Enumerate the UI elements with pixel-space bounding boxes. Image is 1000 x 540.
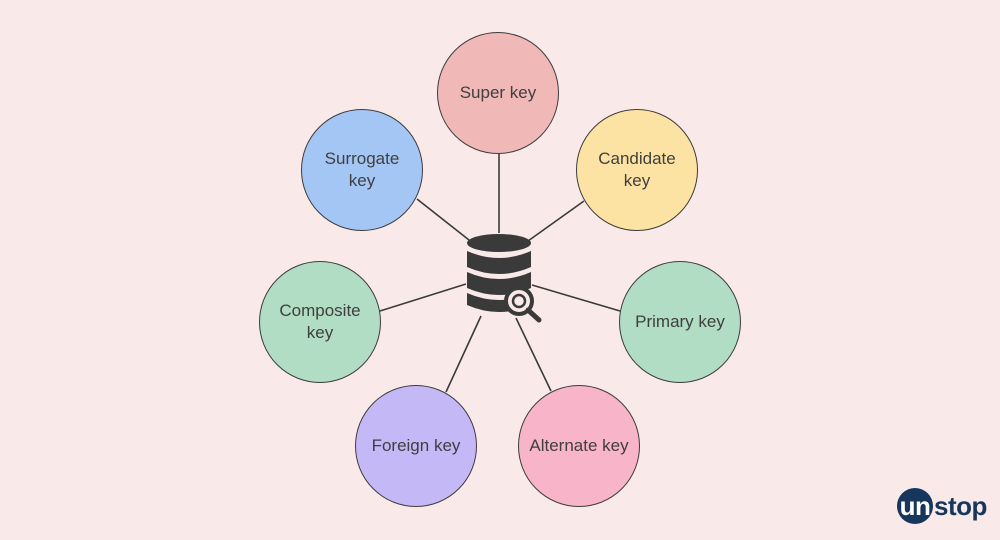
connector-candidate [527,200,585,242]
node-label: Alternate key [529,436,629,455]
node-label: Primary key [635,312,725,331]
unstop-logo: un stop [897,488,987,524]
logo-circle: un [897,488,933,524]
node-label: Candidate key [598,149,676,190]
connector-alternate [515,317,552,392]
logo-text-rest: stop [934,490,987,521]
database-search-icon [463,231,543,323]
connector-composite [379,283,467,312]
connector-foreign [445,315,482,393]
connector-primary [531,284,621,312]
node-label: Super key [459,83,537,102]
node-alternate-key: Alternate key [518,385,640,507]
node-label: Surrogate key [324,149,400,190]
node-label: Composite key [279,301,361,342]
node-super-key: Super key [437,32,559,154]
node-candidate-key: Candidate key [576,109,698,231]
node-composite-key: Composite key [259,261,381,383]
node-label: Foreign key [371,436,461,455]
node-surrogate-key: Surrogate key [301,109,423,231]
node-primary-key: Primary key [619,261,741,383]
logo-text-part: un [899,490,931,521]
connector-surrogate [416,198,470,241]
node-foreign-key: Foreign key [355,385,477,507]
